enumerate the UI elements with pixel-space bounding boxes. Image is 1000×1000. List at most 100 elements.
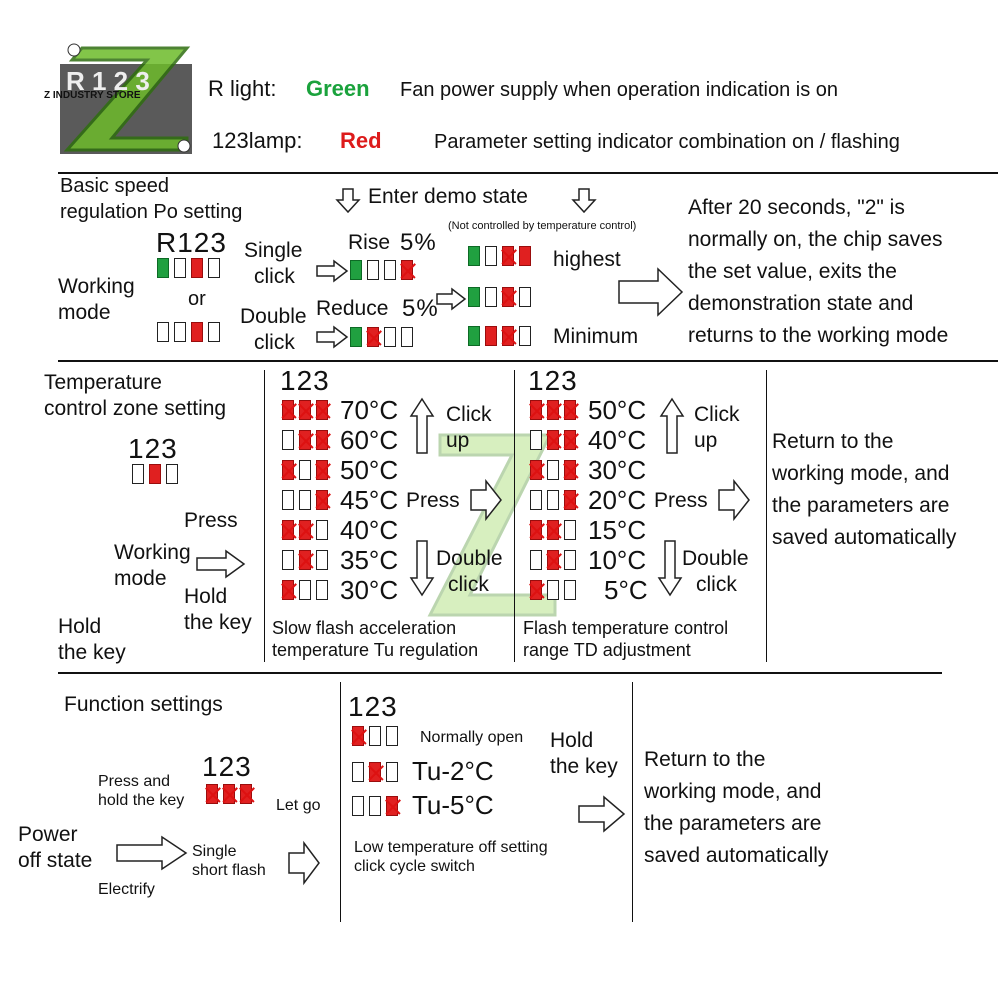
- func-low-digits: 123: [348, 691, 398, 722]
- led: [316, 400, 328, 420]
- led: [299, 460, 311, 480]
- tu-led-row: [282, 490, 328, 510]
- td-led-row: [530, 550, 576, 570]
- normally-open-led-row: [352, 726, 398, 746]
- tu-temp-label: 50°C: [340, 455, 399, 485]
- led: [530, 400, 542, 420]
- divider-1: [58, 172, 998, 174]
- func-return-line: the parameters are: [644, 812, 822, 835]
- func-return-line: saved automatically: [644, 844, 829, 867]
- led: [547, 550, 559, 570]
- speed-not-controlled: (Not controlled by temperature control): [448, 220, 637, 232]
- func-power-2: off state: [18, 849, 93, 872]
- led: [282, 520, 294, 540]
- arrow-right-icon: [288, 840, 320, 886]
- temp-return-line: the parameters are: [772, 494, 950, 517]
- led: [386, 796, 398, 816]
- watermark-z-icon: [427, 433, 557, 617]
- led: [502, 326, 514, 346]
- speed-title-1: Basic speed: [60, 175, 169, 197]
- td-press: Press: [654, 489, 708, 512]
- led: [386, 726, 398, 746]
- r-light-label: R light:: [208, 76, 277, 101]
- func-power-1: Power: [18, 823, 78, 846]
- led: [282, 460, 294, 480]
- led: [401, 260, 413, 280]
- speed-desc-line: returns to the working mode: [688, 324, 949, 347]
- speed-desc: After 20 seconds, "2" is normally on, th…: [688, 192, 948, 352]
- arrow-right-icon: [316, 325, 349, 349]
- arrow-right-icon: [316, 259, 349, 283]
- speed-or: or: [188, 288, 206, 310]
- speed-reduce: Reduce: [316, 297, 389, 320]
- speed-desc-line: demonstration state and: [688, 292, 914, 315]
- func-let-go: Let go: [276, 797, 321, 814]
- led: [485, 246, 497, 266]
- tu-caption-1: Slow flash acceleration: [272, 618, 457, 638]
- td-led-row: [530, 400, 576, 420]
- tu-double-2: click: [448, 573, 489, 596]
- temp-press: Press: [184, 509, 238, 532]
- tu5-led-row: [352, 796, 398, 816]
- led: [157, 258, 169, 278]
- led: [367, 260, 379, 280]
- led: [564, 460, 576, 480]
- arrow-right-icon: [618, 267, 684, 317]
- tu-caption-2: temperature Tu regulation: [272, 640, 479, 660]
- tu-digits: 123: [280, 365, 330, 396]
- tu-led-row: [282, 520, 328, 540]
- temp-return: Return to the working mode, and the para…: [772, 426, 956, 554]
- arrow-down-icon: [409, 540, 435, 597]
- led: [384, 327, 396, 347]
- led: [401, 327, 413, 347]
- led: [223, 784, 235, 804]
- td-led-row: [530, 580, 576, 600]
- led: [502, 287, 514, 307]
- led: [352, 726, 364, 746]
- td-led-row: [530, 520, 576, 540]
- arrow-up-icon: [409, 397, 435, 454]
- td-temp-label: 5°C: [604, 575, 648, 605]
- led: [174, 322, 186, 342]
- led: [564, 400, 576, 420]
- speed-single-2: click: [254, 265, 295, 288]
- led: [208, 258, 220, 278]
- led: [132, 464, 144, 484]
- func-divider-a: [340, 682, 341, 922]
- speed-double-2: click: [254, 331, 295, 354]
- td-temp-label: 20°C: [588, 485, 647, 515]
- speed-working-2: mode: [58, 301, 111, 324]
- temp-return-line: saved automatically: [772, 526, 957, 549]
- led: [299, 520, 311, 540]
- func-electrify: Electrify: [98, 881, 155, 898]
- arrow-right-icon: [196, 549, 246, 579]
- led: [530, 460, 542, 480]
- led: [299, 430, 311, 450]
- led: [367, 327, 379, 347]
- highest-led-row: [468, 246, 531, 266]
- led: [386, 762, 398, 782]
- led: [316, 430, 328, 450]
- led: [530, 490, 542, 510]
- speed-double-1: Double: [240, 305, 307, 328]
- tu-temp-label: 35°C: [340, 545, 399, 575]
- speed-desc-line: normally on, the chip saves: [688, 228, 943, 251]
- divider-3: [58, 672, 942, 674]
- tu-double-1: Double: [436, 547, 503, 570]
- tu-temp-label: 40°C: [340, 515, 399, 545]
- func-tu5: Tu-5°C: [412, 790, 494, 820]
- logo-text: Z INDUSTRY STORE: [44, 90, 141, 101]
- minimum-led-row: [468, 326, 531, 346]
- temp-hold-2: the key: [58, 641, 126, 664]
- tu-led-row: [282, 580, 328, 600]
- speed-led-row-2: [157, 322, 220, 342]
- temp-working-2: mode: [114, 567, 167, 590]
- arrow-down-icon: [335, 188, 361, 214]
- speed-working-1: Working: [58, 275, 135, 298]
- led: [530, 550, 542, 570]
- speed-desc-line: After 20 seconds, "2" is: [688, 196, 905, 219]
- func-return-line: Return to the: [644, 748, 766, 771]
- led: [282, 580, 294, 600]
- td-led-row: [530, 490, 576, 510]
- temp-hold-key-1: Hold: [184, 585, 228, 608]
